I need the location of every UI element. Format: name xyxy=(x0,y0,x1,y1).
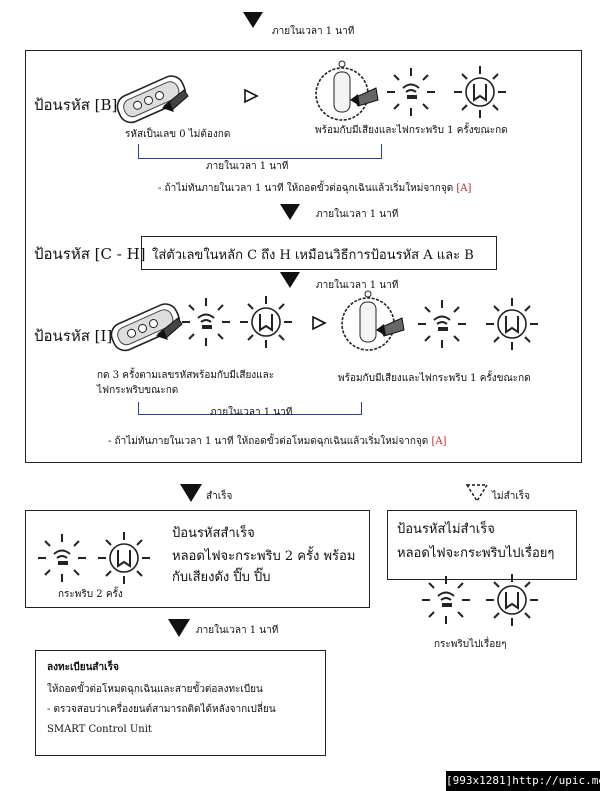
section-i-title: ป้อนรหัส [I] xyxy=(34,327,113,345)
beep-light-burst-icon xyxy=(418,300,466,348)
registration-line-3: SMART Control Unit xyxy=(47,724,152,735)
failure-title: ป้อนรหัสไม่สำเร็จ xyxy=(397,522,495,537)
success-box xyxy=(25,510,370,608)
success-blink-caption: กระพริบ 2 ครั้ง xyxy=(58,589,123,600)
failure-label: ไม่สำเร็จ xyxy=(492,491,530,502)
mid-time-note-2: ภายในเวลา 1 นาที xyxy=(316,280,399,291)
watermark-stamp: [993x1281]http://upic.me/ xyxy=(446,771,600,791)
mid-time-note-1: ภายในเวลา 1 นาที xyxy=(316,209,399,220)
success-line-2: กับเสียงดัง ปิ๊บ ปิ๊บ xyxy=(172,570,271,585)
down-arrow-icon xyxy=(280,204,300,220)
section-i-timeout-note: - ถ้าไม่ทันภายในเวลา 1 นาที ให้ถอดขั้วต่… xyxy=(108,436,447,447)
beep-light-burst-icon xyxy=(422,576,470,624)
success-line-1: หลอดไฟจะกระพริบ 2 ครั้ง พร้อม xyxy=(172,549,356,564)
flashing-lamp-burst-icon xyxy=(486,298,538,350)
section-ch-title: ป้อนรหัส [C - H] xyxy=(34,245,146,263)
ignition-switch-icon xyxy=(315,60,379,121)
flashing-lamp-burst-icon xyxy=(98,532,150,584)
beep-light-burst-icon xyxy=(387,68,435,116)
section-ch-instruction: ใส่ตัวเลขในหลัก C ถึง H เหมือนวิธีการป้อ… xyxy=(152,248,474,263)
failure-line-1: หลอดไฟจะกระพริบไปเรื่อยๆ xyxy=(397,546,555,561)
registration-line-1: ให้ถอดขั้วต่อโหมดฉุกเฉินและสายขั้วต่อลงท… xyxy=(47,684,263,695)
section-ch-instruction-box xyxy=(141,236,497,270)
success-arrow-icon xyxy=(180,484,202,502)
section-i-within-note: ภายในเวลา 1 นาที xyxy=(210,407,293,418)
down-arrow-icon xyxy=(280,272,300,288)
registration-box xyxy=(35,650,326,756)
remote-key-icon xyxy=(110,303,183,352)
time-bracket xyxy=(138,402,362,415)
registration-title: ลงทะเบียนสำเร็จ xyxy=(47,662,119,673)
flashing-lamp-burst-icon xyxy=(454,66,506,118)
next-step-arrow-icon xyxy=(244,88,259,104)
down-arrow-icon xyxy=(243,12,263,28)
section-i-remote-caption-2: ไฟกระพริบขณะกด xyxy=(97,385,179,396)
section-b-switch-caption: พร้อมกับมีเสียงและไฟกระพริบ 1 ครั้งขณะกด xyxy=(315,125,508,136)
ignition-switch-icon xyxy=(341,290,405,351)
down-arrow-icon xyxy=(168,619,190,637)
flashing-lamp-burst-icon xyxy=(486,574,538,626)
section-b-remote-caption: รหัสเป็นเลข 0 ไม่ต้องกด xyxy=(125,129,231,140)
flashing-lamp-burst-icon xyxy=(240,296,292,348)
procedure-box xyxy=(25,50,582,463)
section-b-within-note: ภายในเวลา 1 นาที xyxy=(206,161,289,172)
section-i-remote-caption-1: กด 3 ครั้งตามเลขรหัสพร้อมกับมีเสียงและ xyxy=(97,370,275,381)
failure-box xyxy=(387,510,577,580)
remote-key-icon xyxy=(116,75,189,124)
time-bracket xyxy=(138,144,382,159)
top-time-note: ภายในเวลา 1 นาที xyxy=(272,26,355,37)
success-label: สำเร็จ xyxy=(206,491,233,502)
success-title: ป้อนรหัสสำเร็จ xyxy=(172,526,255,541)
next-step-arrow-icon xyxy=(312,315,327,331)
failure-arrow-icon xyxy=(465,484,489,503)
section-b-timeout-note: - ถ้าไม่ทันภายในเวลา 1 นาที ให้ถอดขั้วต่… xyxy=(158,183,472,194)
section-i-switch-caption: พร้อมกับมีเสียงและไฟกระพริบ 1 ครั้งขณะกด xyxy=(338,373,531,384)
registration-time-note: ภายในเวลา 1 นาที xyxy=(196,625,279,636)
beep-light-burst-icon xyxy=(182,298,230,346)
registration-line-2: - ตรวจสอบว่าเครื่องยนต์สามารถติดได้หลังจ… xyxy=(47,704,276,715)
beep-light-burst-icon xyxy=(38,534,86,582)
section-b-title: ป้อนรหัส [B] xyxy=(34,96,118,114)
failure-blink-caption: กระพริบไปเรื่อยๆ xyxy=(434,639,507,650)
